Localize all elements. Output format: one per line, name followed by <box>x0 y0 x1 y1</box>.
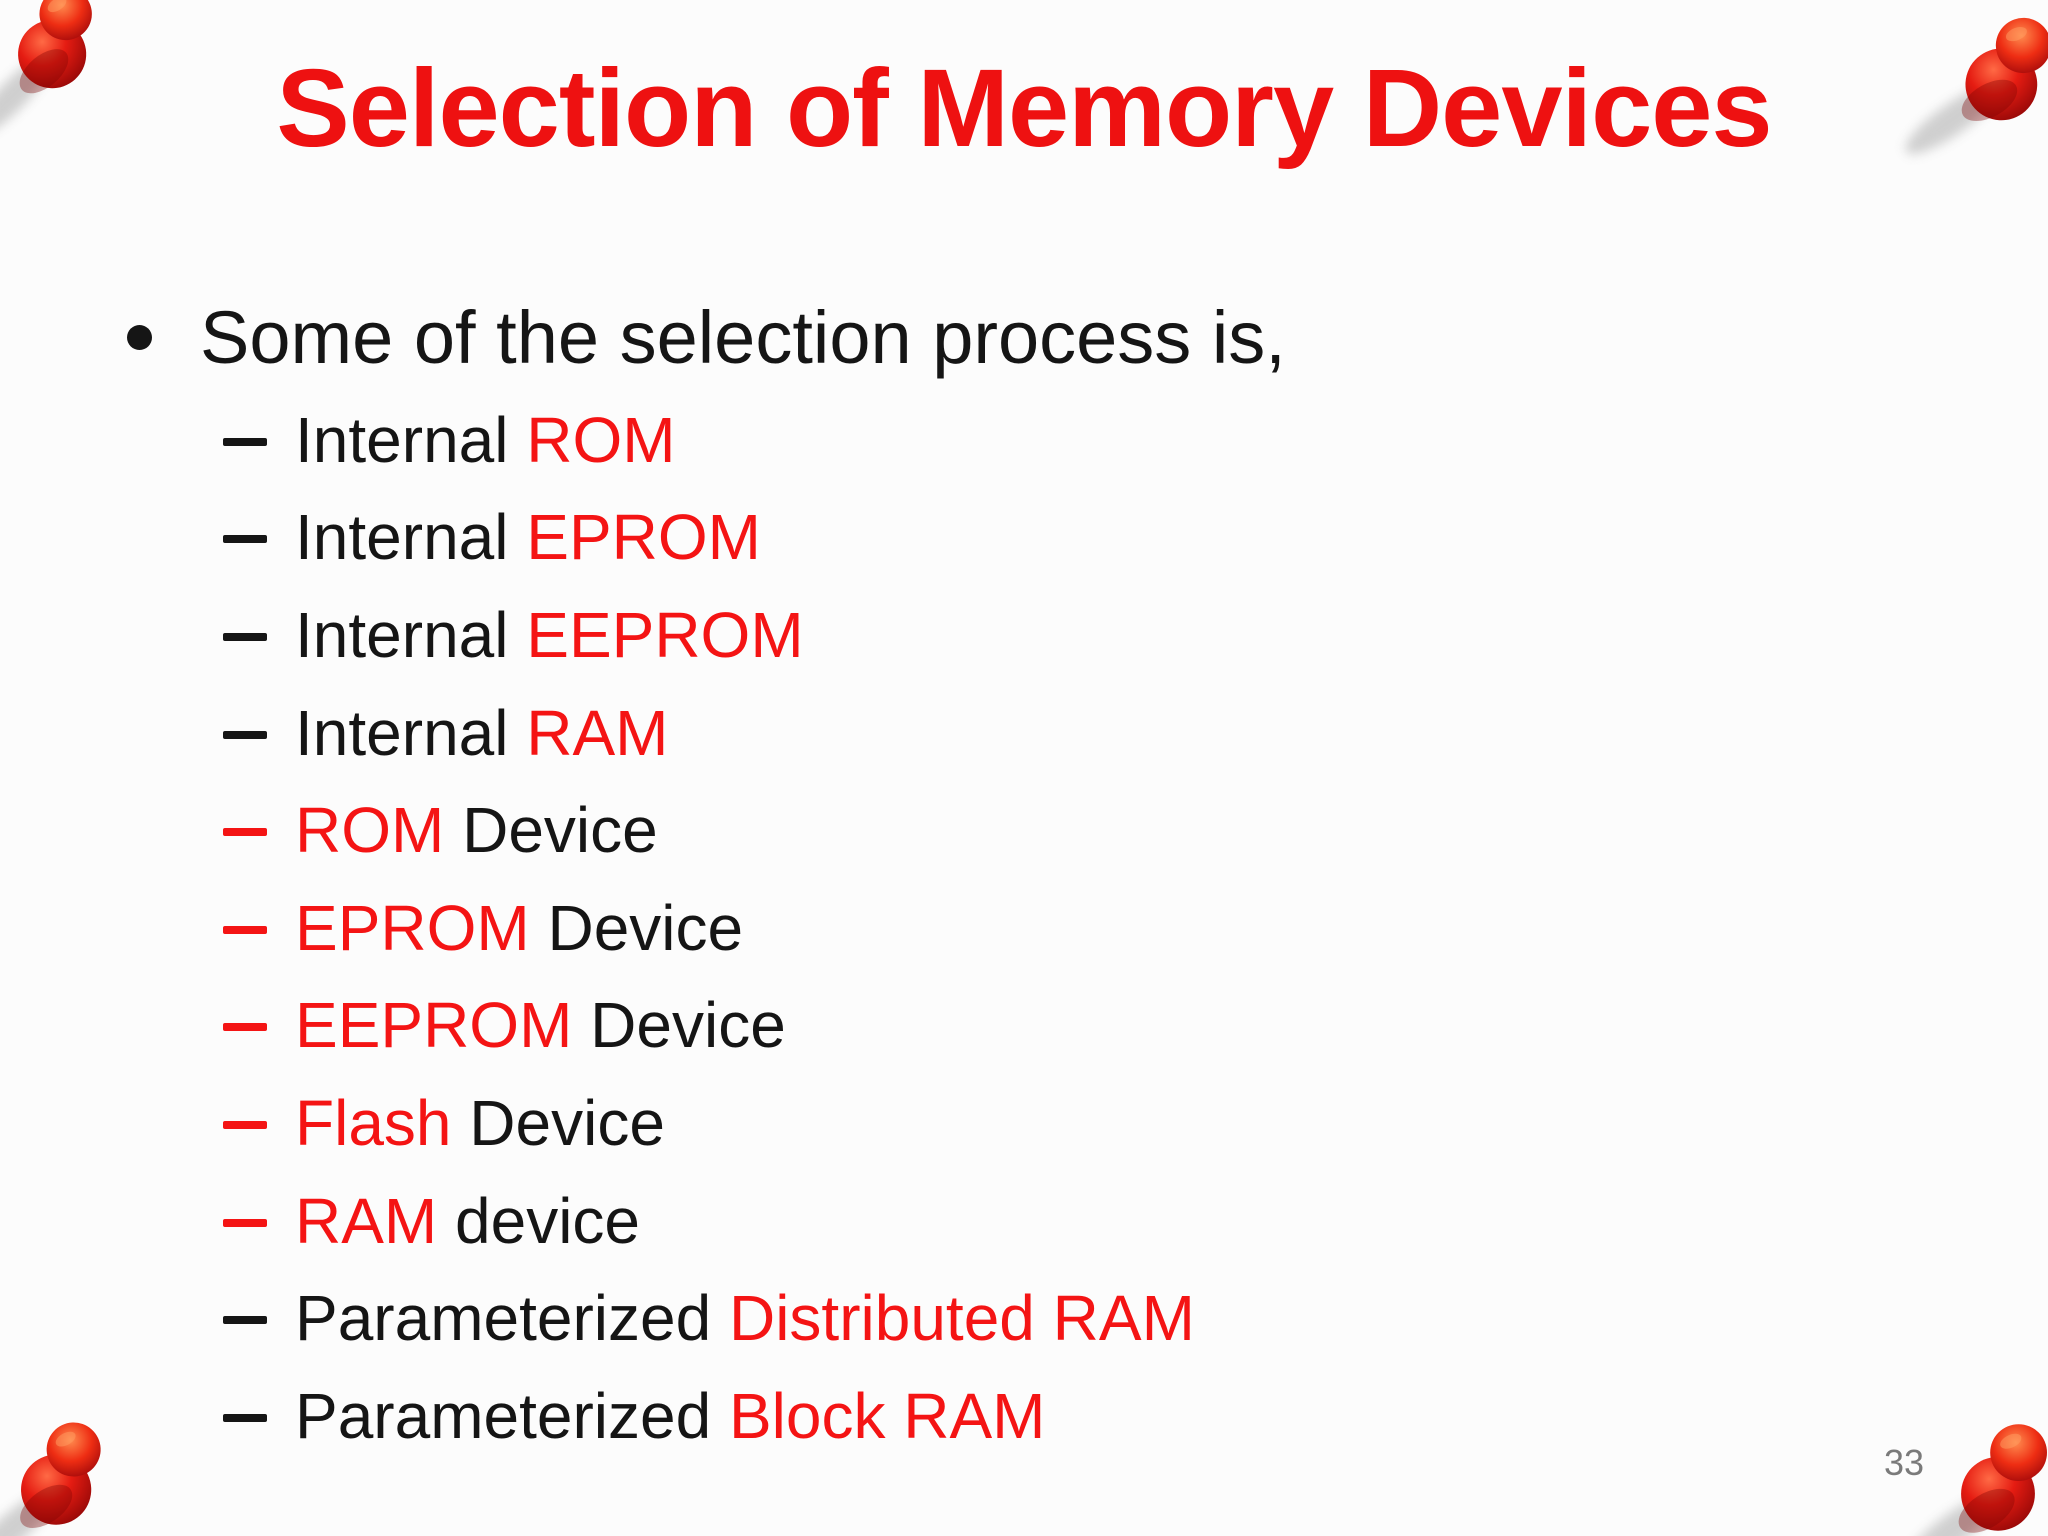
dash-bullet-icon <box>223 1413 267 1422</box>
highlighted-term: ROM <box>295 794 445 867</box>
highlighted-term: RAM <box>526 696 669 769</box>
list-item: Internal EPROM <box>223 489 1195 587</box>
list-item-text: ROM Device <box>295 793 658 867</box>
plain-term: Device <box>572 989 786 1062</box>
dash-bullet-icon <box>223 1218 267 1227</box>
list-item: Parameterized Block RAM <box>223 1367 1195 1465</box>
highlighted-term: EPROM <box>295 891 530 964</box>
list-item: Internal RAM <box>223 684 1195 782</box>
intro-bullet-text: Some of the selection process is, <box>200 295 1286 379</box>
list-item: Flash Device <box>223 1074 1195 1172</box>
list-item-text: RAM device <box>295 1184 640 1258</box>
highlighted-term: RAM <box>295 1184 438 1257</box>
list-item: EPROM Device <box>223 879 1195 977</box>
dash-bullet-icon <box>223 1316 267 1325</box>
list-item-text: EPROM Device <box>295 891 743 965</box>
plain-term: Parameterized <box>295 1379 729 1452</box>
dash-bullet-icon <box>223 437 267 446</box>
highlighted-term: EEPROM <box>526 598 804 671</box>
plain-term: Device <box>451 1086 665 1159</box>
list-item: Internal EEPROM <box>223 586 1195 684</box>
plain-term: Parameterized <box>295 1282 729 1355</box>
plain-term: Device <box>529 891 744 964</box>
list-item: Parameterized Distributed RAM <box>223 1269 1195 1367</box>
plain-term: Internal <box>295 598 527 671</box>
dash-bullet-icon <box>223 1120 267 1129</box>
list-item-text: Internal ROM <box>295 403 676 477</box>
list-item-text: Internal RAM <box>295 696 668 770</box>
plain-term: device <box>437 1184 640 1257</box>
bullet-dot-icon <box>127 324 152 350</box>
highlighted-term: EPROM <box>526 501 761 574</box>
red-pushpin-icon-bottom-right <box>1927 1410 2048 1536</box>
list-item-text: Internal EEPROM <box>295 598 804 672</box>
list-item-text: Parameterized Block RAM <box>295 1379 1045 1453</box>
plain-term: Device <box>444 794 658 867</box>
intro-bullet-row: Some of the selection process is, <box>127 289 1286 385</box>
list-item: ROM Device <box>223 781 1195 879</box>
dash-bullet-icon <box>223 925 267 934</box>
highlighted-term: Distributed RAM <box>728 1282 1195 1355</box>
highlighted-term: ROM <box>526 403 676 476</box>
dash-bullet-icon <box>223 632 267 641</box>
list-item-text: Internal EPROM <box>295 500 761 574</box>
list-item: RAM device <box>223 1172 1195 1270</box>
list-item: Internal ROM <box>223 391 1195 489</box>
dash-bullet-icon <box>223 828 267 837</box>
plain-term: Internal <box>295 696 527 769</box>
highlighted-term: Flash <box>295 1086 452 1159</box>
list-item: EEPROM Device <box>223 977 1195 1075</box>
red-pushpin-icon-bottom-left <box>0 1407 126 1536</box>
plain-term: Internal <box>295 403 527 476</box>
dash-bullet-icon <box>223 1023 267 1032</box>
list-item-text: Flash Device <box>295 1086 665 1160</box>
highlighted-term: EEPROM <box>295 989 573 1062</box>
dash-bullet-icon <box>223 730 267 739</box>
dash-bullet-icon <box>223 535 267 544</box>
highlighted-term: Block RAM <box>728 1379 1046 1452</box>
list-item-text: EEPROM Device <box>295 988 786 1062</box>
plain-term: Internal <box>295 501 527 574</box>
list-item-text: Parameterized Distributed RAM <box>295 1281 1195 1355</box>
slide-title: Selection of Memory Devices <box>276 47 1772 170</box>
page-number: 33 <box>1884 1442 1925 1483</box>
